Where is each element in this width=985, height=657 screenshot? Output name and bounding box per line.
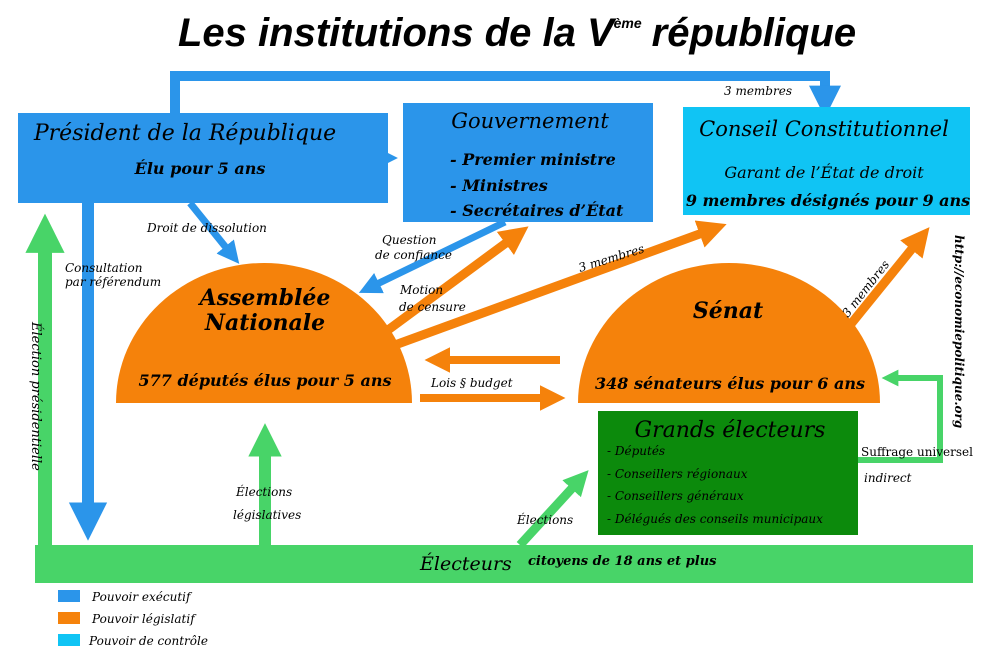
conseil-line2: 9 membres désignés pour 9 ans [686,191,970,210]
grands-electeurs-box [598,411,858,535]
electeurs-bar [35,545,973,583]
grands-electeurs-item: - Délégués des conseils municipaux [607,512,823,526]
assemblee-shape [116,263,412,403]
motion-label: Motion [399,283,443,297]
consultation-label: par référendum [65,275,161,289]
legend-label: Pouvoir de contrôle [88,634,208,648]
grands-electeurs-item: - Députés [607,444,665,458]
top-3-membres-label: 3 membres [724,84,792,98]
assemblee-title: Nationale [204,310,325,336]
dissolution-label: Droit de dissolution [146,221,267,235]
lois-label: Lois § budget [430,376,513,390]
gouvernement-item: - Ministres [450,176,548,195]
conseil-line1: Garant de l’État de droit [724,162,924,182]
president-title: Président de la République [33,121,336,146]
president-box [18,113,388,203]
gouvernement-item: - Premier ministre [450,150,616,169]
senat-to-conseil-arrow [838,227,930,338]
gouvernement-item: - Secrétaires d’État [450,200,624,220]
president-to-conseil-arrow [170,71,842,118]
legislatives-label: Élections [235,484,292,499]
conseil-title: Conseil Constitutionnel [699,117,949,141]
election-presidentielle-label: Élection présidentielle [28,321,44,471]
legend-swatch-control [58,634,80,646]
president-subtitle: Élu pour 5 ans [134,158,266,178]
legend: Pouvoir exécutif Pouvoir législatif Pouv… [58,590,208,648]
legend-label: Pouvoir législatif [91,612,197,626]
assemblee-subtitle: 577 députés élus pour 5 ans [139,371,392,390]
website-label: http://economiepolitique.org [952,235,966,428]
conseil-box [683,107,970,215]
legend-label: Pouvoir exécutif [91,590,193,604]
grands-electeurs-item: - Conseillers généraux [607,489,744,503]
question-label: de confiance [375,248,452,262]
legend-swatch-executive [58,590,80,602]
elections-label: Élections [516,512,573,527]
question-confiance-arrow [358,218,507,294]
assemblee-title: Assemblée [198,285,331,311]
dissolution-arrow [187,200,240,264]
motion-label: de censure [399,300,466,314]
senat-title: Sénat [693,298,763,324]
gouvernement-box [403,103,653,222]
consultation-label: Consultation [65,261,142,275]
senat-shape [578,263,880,403]
grands-electeurs-item: - Conseillers régionaux [607,467,748,481]
elections-grands-electeurs-arrow [516,470,589,549]
suffrage-indirect-arrow [858,369,943,463]
senat-subtitle: 348 sénateurs élus pour 6 ans [595,374,865,393]
motion-censure-arrow [385,226,529,334]
an-to-conseil-arrow [393,220,727,350]
suffrage-label: Suffrage universel [861,445,973,459]
legislatives-label: législatives [233,508,301,522]
grands-electeurs-title: Grands électeurs [635,418,826,443]
gouvernement-title: Gouvernement [451,109,609,133]
question-label: Question [382,233,436,247]
electeurs-title: Électeurs [419,552,512,575]
legend-swatch-legislative [58,612,80,624]
suffrage-label: indirect [864,471,912,485]
electeurs-subtitle: citoyens de 18 ans et plus [528,554,717,569]
